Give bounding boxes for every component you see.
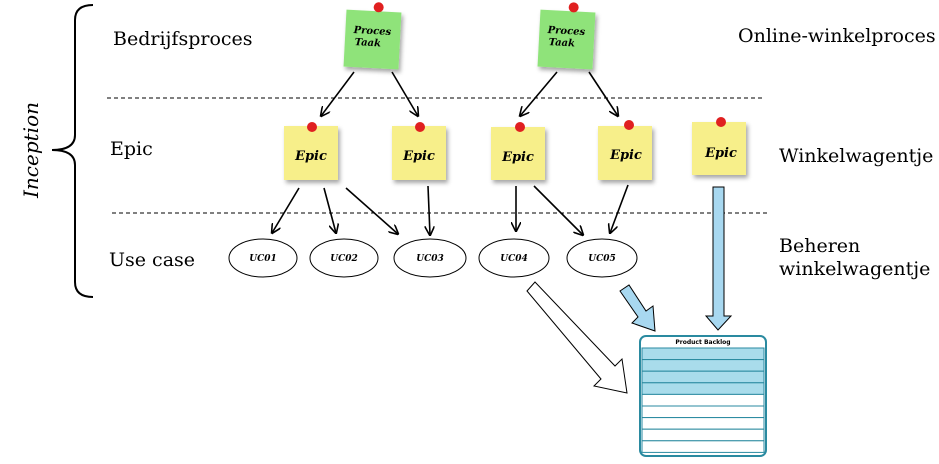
backlog-row [641, 393, 765, 407]
backlog-row [641, 405, 765, 419]
arrow [391, 71, 418, 116]
usecase5-to-backlog-arrow [619, 284, 656, 332]
arrow [321, 71, 355, 116]
right-label-usecase-line2: winkelwagentje [779, 258, 930, 280]
backlog-row [641, 428, 765, 442]
product-backlog-title: Product Backlog [675, 339, 730, 346]
inception-label: Inception [19, 102, 43, 199]
row-label-epic: Epic [110, 138, 153, 160]
arrow [323, 187, 336, 233]
pin-icon [716, 117, 726, 127]
process-note-line1: Proces [352, 25, 391, 38]
backlog-rows [641, 347, 765, 453]
arrow [588, 71, 618, 116]
use-case-label: UC02 [330, 254, 358, 264]
row-label-process: Bedrijfsproces [113, 28, 253, 50]
epic-note-1: Epic [284, 122, 338, 180]
backlog-row [641, 417, 765, 430]
epic-label: Epic [402, 149, 435, 164]
backlog-row [641, 382, 765, 395]
use-case-1: UC01 [228, 238, 298, 278]
pin-icon [415, 122, 425, 132]
backlog-row [641, 347, 765, 361]
row-label-usecase: Use case [109, 249, 195, 271]
epic-usecase-arrows [272, 184, 629, 235]
epic-label: Epic [704, 146, 737, 161]
epic-note-2: Epic [392, 122, 446, 180]
process-note-1: Proces Taak [343, 2, 402, 70]
process-note-line1: Proces [546, 25, 585, 38]
backlog-row [641, 359, 765, 372]
backlog-row [641, 440, 765, 453]
pin-icon [373, 2, 384, 13]
epic-note-4: Epic [598, 120, 652, 180]
epic5-to-backlog-arrow [704, 186, 733, 331]
inception-brace [51, 4, 94, 298]
arrow [610, 184, 629, 233]
product-backlog: Product Backlog [639, 335, 767, 457]
use-case-2: UC02 [309, 238, 379, 278]
pin-icon [515, 122, 525, 132]
arrow [428, 185, 430, 235]
arrow [272, 187, 300, 233]
process-note-line2: Taak [548, 37, 575, 49]
backlog-row [641, 370, 765, 384]
right-label-epic: Winkelwagentje [779, 145, 933, 167]
pin-icon [307, 122, 317, 132]
use-case-4: UC04 [478, 238, 550, 278]
arrow [520, 71, 558, 116]
use-case-label: UC03 [416, 254, 444, 264]
arrow [345, 187, 398, 234]
epic-note-3: Epic [491, 122, 545, 180]
use-case-3: UC03 [393, 238, 467, 278]
epic-label: Epic [294, 149, 327, 164]
use-case-label: UC04 [500, 254, 528, 264]
process-note-2: Proces Taak [537, 2, 596, 70]
use-case-label: UC05 [588, 254, 616, 264]
pin-icon [624, 120, 634, 130]
epic-note-5: Epic [692, 117, 746, 175]
right-label-usecase-line1: Beheren [779, 235, 860, 257]
pin-icon [568, 2, 579, 13]
process-note-line2: Taak [354, 37, 381, 49]
epic-label: Epic [501, 150, 534, 165]
epic-label: Epic [609, 148, 642, 163]
use-case-label: UC01 [249, 254, 277, 264]
use-case-5: UC05 [566, 238, 638, 278]
process-epic-arrows [321, 71, 618, 116]
usecase-to-backlog-arrow [526, 281, 628, 394]
arrow [533, 185, 583, 235]
right-label-process: Online-winkelproces [738, 25, 936, 47]
